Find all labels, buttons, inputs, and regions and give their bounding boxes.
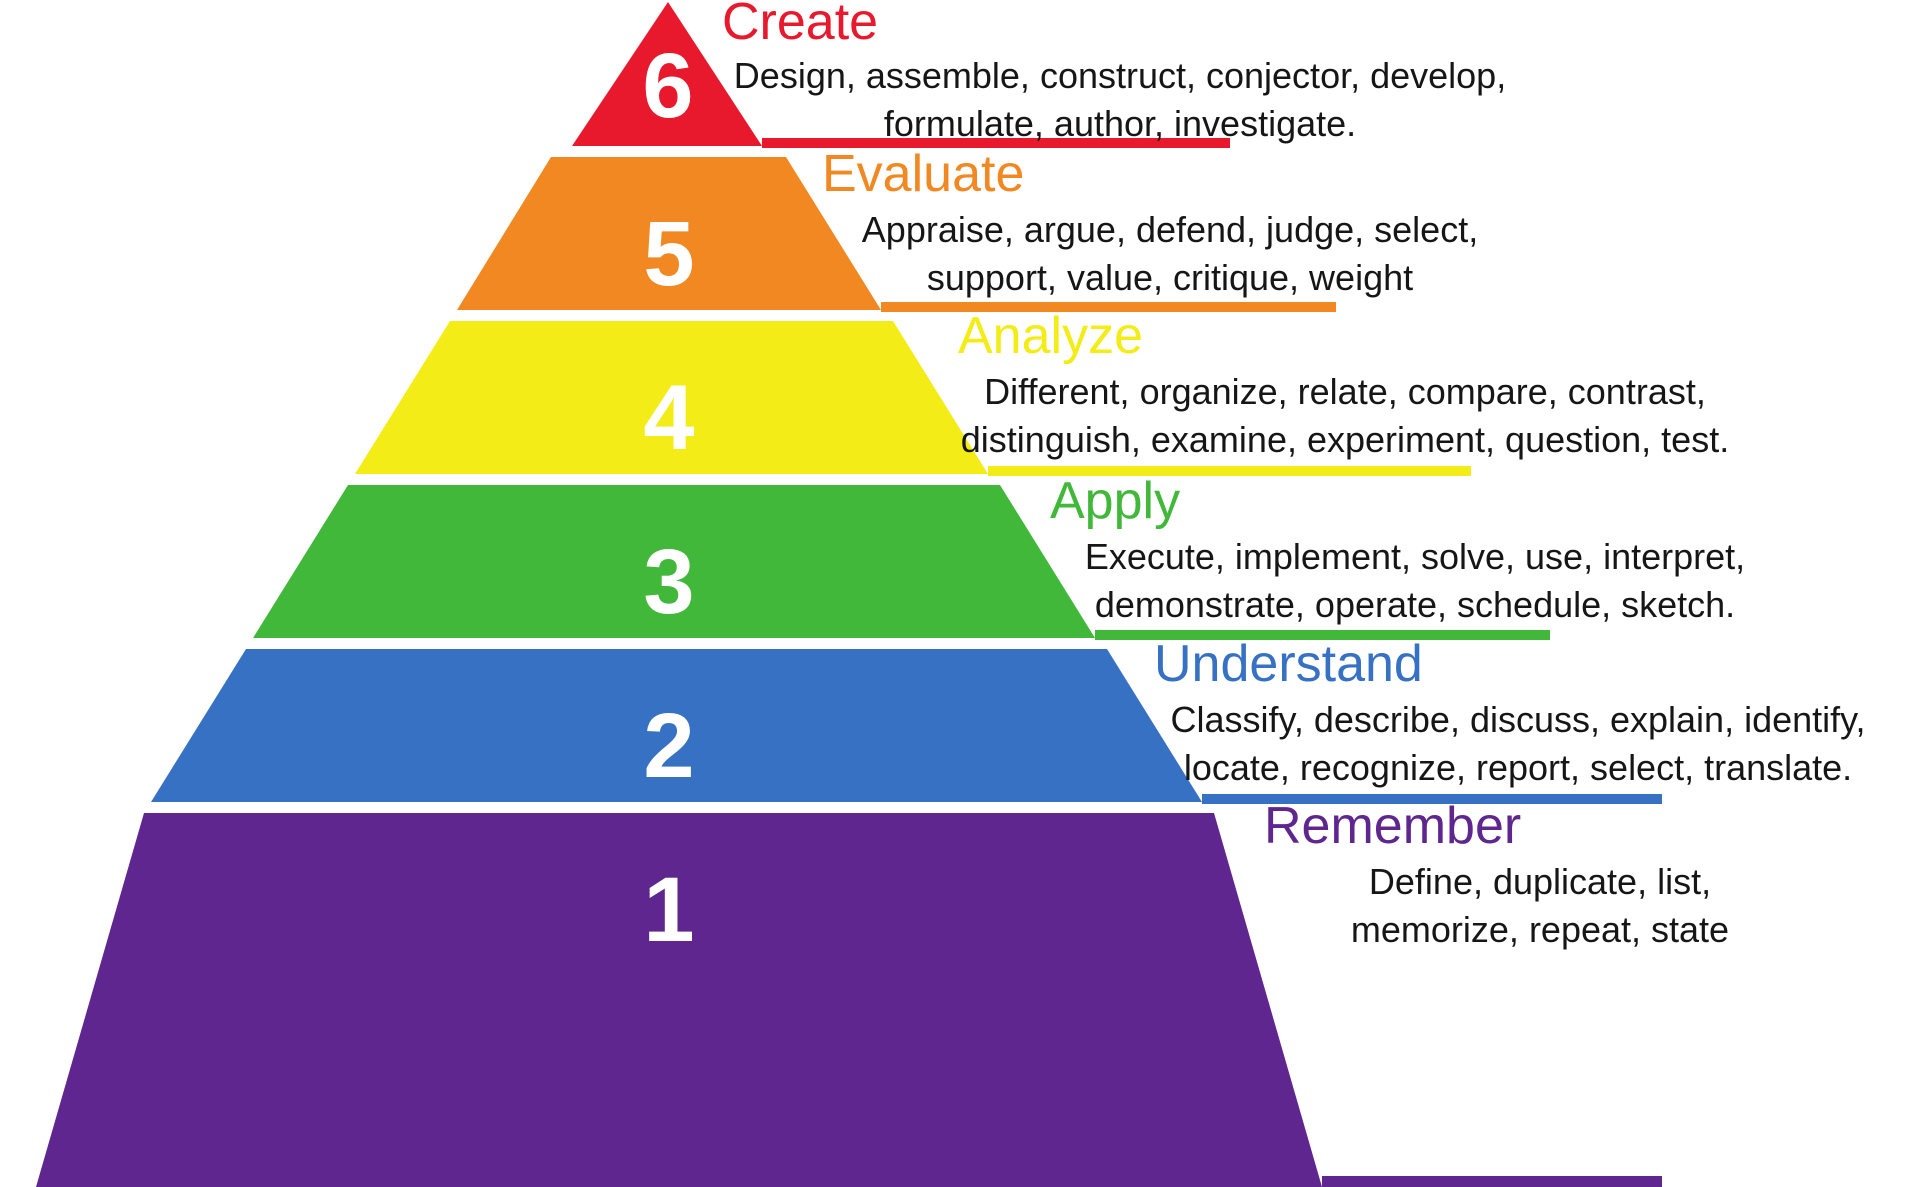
- pyramid-tier-6-shape[interactable]: [572, 2, 762, 146]
- tier-4-verb-line-1: Different, organize, relate, compare, co…: [984, 371, 1706, 412]
- tier-5-verb-line-2: support, value, critique, weight: [926, 256, 1414, 298]
- tier-4-text-block: Analyze Different, organize, relate, com…: [930, 310, 1760, 463]
- tier-3-verb-line-2: demonstrate, operate, schedule, sketch.: [1094, 583, 1736, 625]
- tier-3-number: 3: [643, 531, 695, 633]
- tier-2-verb-line-2: locate, recognize, report, select, trans…: [1183, 746, 1853, 788]
- pyramid-tier-3-rule: [1095, 630, 1550, 640]
- tier-3-text-block: Apply Execute, implement, solve, use, in…: [1020, 475, 1810, 628]
- pyramid-tier-5-rule: [881, 302, 1336, 312]
- tier-5-text-block: Evaluate Appraise, argue, defend, judge,…: [800, 148, 1540, 301]
- pyramid-tier-2-rule: [1202, 794, 1662, 804]
- tier-1-verb-line-2: memorize, repeat, state: [1350, 908, 1730, 950]
- tier-2-text-block: Understand Classify, describe, discuss, …: [1118, 638, 1918, 791]
- tier-5-verbs: Appraise, argue, defend, judge, select, …: [800, 206, 1540, 301]
- tier-6-verb-line-1: Design, assemble, construct, conjector, …: [733, 55, 1507, 96]
- tier-5-verb-line-1: Appraise, argue, defend, judge, select,: [861, 209, 1479, 250]
- tier-1-number: 1: [643, 859, 695, 961]
- tier-1-verb-line-1: Define, duplicate, list,: [1368, 861, 1712, 902]
- tier-3-title: Apply: [1050, 472, 1181, 530]
- tier-6-verb-line-2: formulate, author, investigate.: [883, 102, 1357, 144]
- tier-6-title: Create: [722, 0, 879, 51]
- pyramid-tier-6-rule: [762, 138, 1230, 148]
- pyramid-tier-3-shape[interactable]: [253, 485, 1095, 638]
- pyramid-tier-4-rule: [988, 466, 1471, 476]
- tier-5-title: Evaluate: [822, 145, 1025, 203]
- tier-3-verb-line-1: Execute, implement, solve, use, interpre…: [1084, 536, 1746, 577]
- tier-2-number: 2: [643, 695, 695, 797]
- tier-1-text-block: Remember Define, duplicate, list, memori…: [1230, 800, 1850, 953]
- tier-1-verbs: Define, duplicate, list, memorize, repea…: [1230, 858, 1850, 953]
- tier-2-verbs: Classify, describe, discuss, explain, id…: [1118, 696, 1918, 791]
- pyramid-tier-1-shape[interactable]: [36, 813, 1322, 1187]
- tier-2-verb-line-1: Classify, describe, discuss, explain, id…: [1170, 699, 1866, 740]
- tier-2-title: Understand: [1154, 635, 1423, 693]
- tier-4-verbs: Different, organize, relate, compare, co…: [930, 368, 1760, 463]
- tier-6-text-block: Create Design, assemble, construct, conj…: [690, 0, 1550, 147]
- pyramid-tier-1-rule: [1322, 1176, 1662, 1187]
- pyramid-tier-5-shape[interactable]: [457, 157, 881, 310]
- tier-4-verb-line-2: distinguish, examine, experiment, questi…: [960, 418, 1730, 460]
- pyramid-tier-2-shape[interactable]: [151, 649, 1202, 802]
- pyramid-tier-4-shape[interactable]: [355, 321, 988, 474]
- tier-4-number: 4: [643, 367, 695, 469]
- tier-1-title: Remember: [1264, 797, 1522, 855]
- tier-4-title: Analyze: [958, 307, 1143, 365]
- tier-6-number: 6: [642, 35, 694, 137]
- tier-6-verbs: Design, assemble, construct, conjector, …: [690, 52, 1550, 147]
- tier-3-verbs: Execute, implement, solve, use, interpre…: [1020, 533, 1810, 628]
- tier-5-number: 5: [643, 203, 695, 305]
